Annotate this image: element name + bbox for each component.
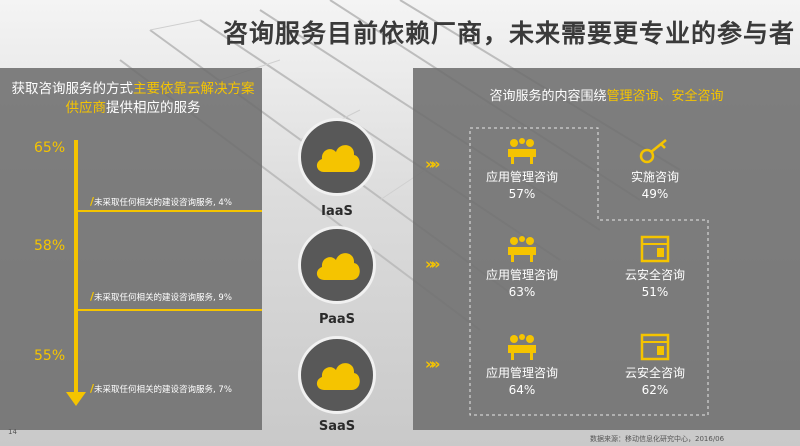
item-value: 64% [508, 383, 536, 397]
source-note: 数据来源：移动信息化研究中心，2016/06 [590, 435, 725, 443]
item-value: 49% [641, 187, 669, 201]
left-panel: 获取咨询服务的方式主要依靠云解决方案供应商提供相应的服务 [0, 68, 262, 430]
right-header-highlight: 管理咨询、安全咨询 [606, 89, 724, 104]
service-item: 云安全咨询 62% [605, 333, 705, 399]
paas-percent: 58% [34, 238, 66, 254]
page-number: 14 [8, 428, 17, 436]
safe-box-icon [640, 333, 670, 361]
timeline-arrow [66, 392, 86, 406]
item-value: 51% [641, 285, 669, 299]
item-label: 应用管理咨询 [485, 366, 558, 380]
item-value: 57% [508, 187, 536, 201]
paas-note-text: 未采取任何相关的建设咨询服务, 9% [94, 293, 232, 303]
iaas-circle [298, 118, 376, 196]
timeline-line [74, 140, 78, 397]
right-header: 咨询服务的内容围绕管理咨询、安全咨询 [413, 85, 800, 104]
meeting-icon [508, 138, 536, 164]
service-item: 应用管理咨询 57% [472, 137, 572, 203]
paas-circle [298, 226, 376, 304]
left-header: 获取咨询服务的方式主要依靠云解决方案供应商提供相应的服务 [10, 80, 256, 118]
item-value: 62% [641, 383, 669, 397]
left-header-tail: 提供相应的服务 [106, 100, 201, 116]
cloud-icon [316, 253, 360, 280]
saas-circle [298, 336, 376, 414]
saas-label: SaaS [318, 419, 356, 434]
iaas-percent: 65% [34, 140, 66, 156]
chevron-right-icon: »» [425, 355, 441, 373]
item-label: 实施咨询 [630, 170, 679, 184]
chevron-right-icon: »» [425, 155, 441, 173]
item-label: 云安全咨询 [624, 268, 685, 282]
safe-box-icon [640, 235, 670, 263]
item-label: 应用管理咨询 [485, 170, 558, 184]
saas-note: /未采取任何相关的建设咨询服务, 7% [90, 382, 232, 395]
iaas-note: /未采取任何相关的建设咨询服务, 4% [90, 195, 232, 208]
meeting-icon [508, 334, 536, 360]
iaas-divider [78, 210, 262, 212]
service-item: 云安全咨询 51% [605, 235, 705, 301]
item-label: 应用管理咨询 [485, 268, 558, 282]
service-item: 应用管理咨询 63% [472, 235, 572, 301]
page-title: 咨询服务目前依赖厂商，未来需要更专业的参与者 [222, 19, 795, 48]
item-label: 云安全咨询 [624, 366, 685, 380]
iaas-label: IaaS [321, 204, 353, 219]
left-header-text: 获取咨询服务的方式 [11, 81, 134, 97]
paas-note: /未采取任何相关的建设咨询服务, 9% [90, 290, 232, 303]
iaas-note-text: 未采取任何相关的建设咨询服务, 4% [94, 198, 232, 208]
item-value: 63% [508, 285, 536, 299]
left-header-highlight: 主要依靠云解决方案供应商 [65, 81, 255, 116]
meeting-icon [508, 236, 536, 262]
service-item: 实施咨询 49% [605, 137, 705, 203]
key-icon [639, 139, 667, 164]
cloud-icon [316, 145, 360, 172]
cloud-icon [316, 363, 360, 390]
service-item: 应用管理咨询 64% [472, 333, 572, 399]
paas-divider [78, 309, 262, 311]
saas-note-text: 未采取任何相关的建设咨询服务, 7% [94, 385, 232, 395]
right-header-text: 咨询服务的内容围绕 [489, 89, 607, 104]
chevron-right-icon: »» [425, 255, 441, 273]
paas-label: PaaS [318, 312, 356, 327]
saas-percent: 55% [34, 348, 66, 364]
